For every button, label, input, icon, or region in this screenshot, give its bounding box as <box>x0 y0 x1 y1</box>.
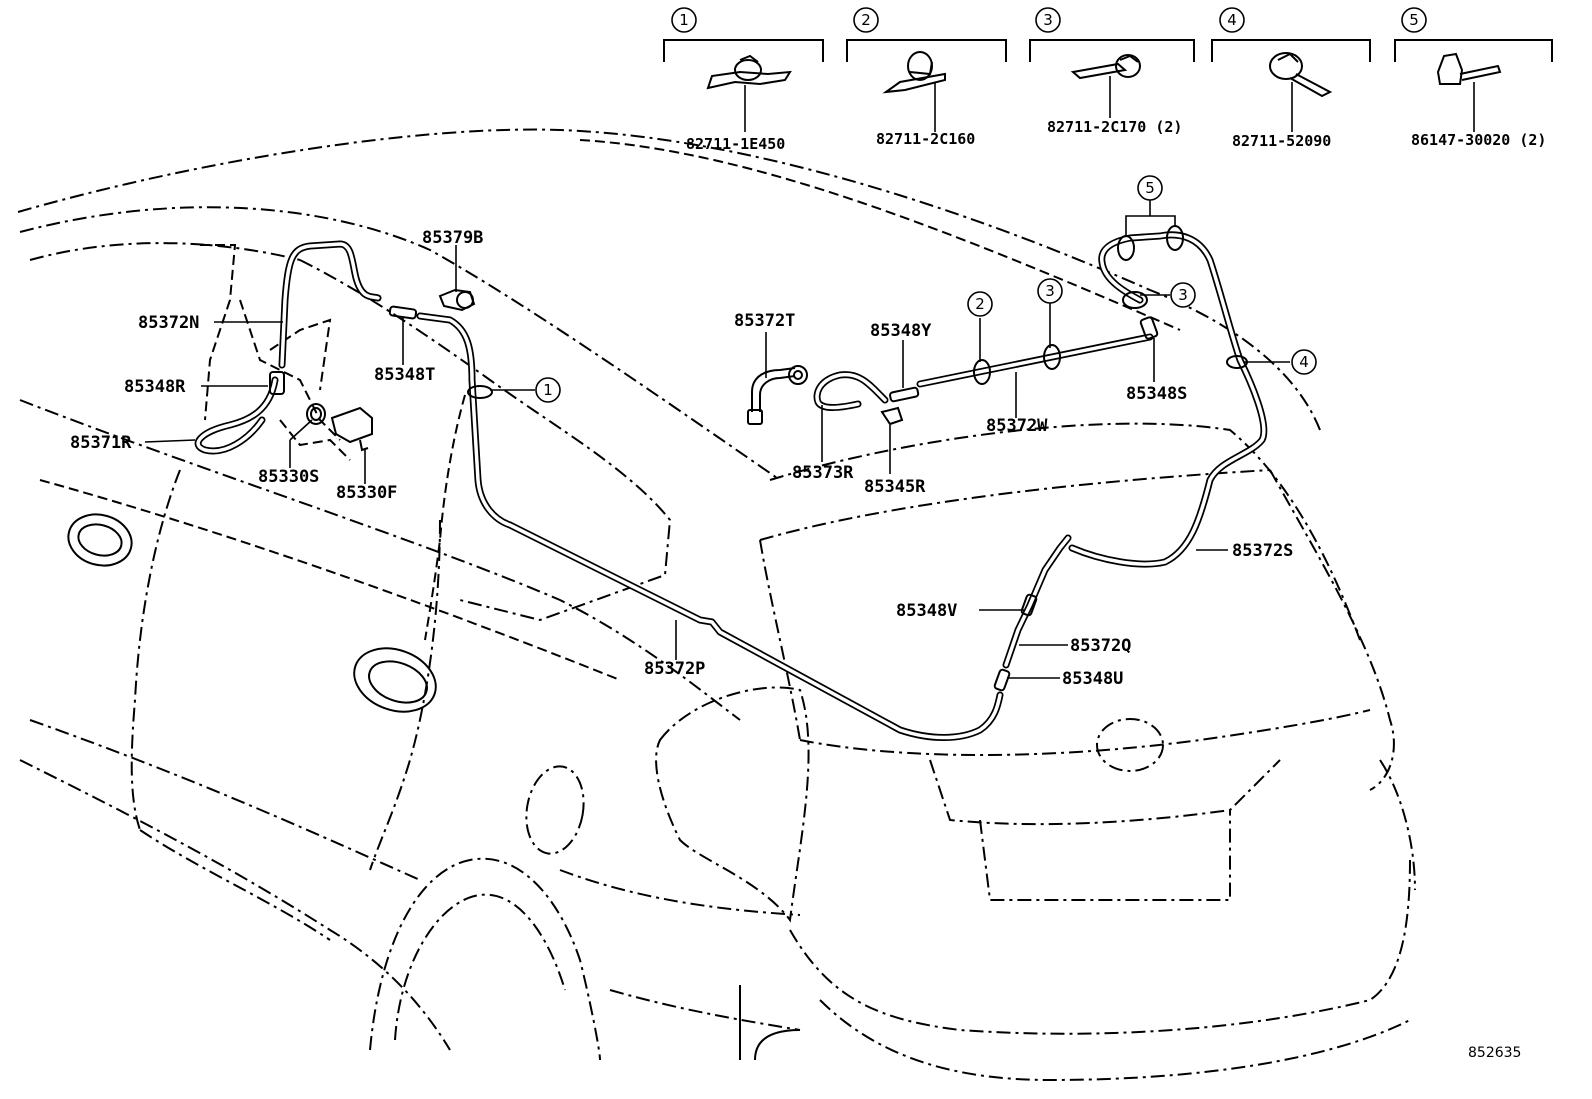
label-85372S: 85372S <box>1232 541 1293 561</box>
part-labels: 85379B 85372N 85348T 85348R 85371R 85330… <box>70 228 1293 689</box>
label-85348T: 85348T <box>374 365 435 385</box>
label-85372N: 85372N <box>138 313 199 333</box>
label-85372P: 85372P <box>644 659 705 679</box>
clip-5-number: 5 <box>1409 11 1419 29</box>
clip-1-part-number: 82711-1E450 <box>686 135 785 153</box>
clip-5-icon <box>1436 52 1502 132</box>
figure-reference-number: 852635 <box>1468 1045 1521 1061</box>
clip-2-icon <box>882 51 946 132</box>
label-85348Y: 85348Y <box>870 321 932 341</box>
label-85372Q: 85372Q <box>1070 636 1131 656</box>
callout-3-a: 3 <box>1045 282 1055 300</box>
callout-5: 5 <box>1145 179 1155 197</box>
label-85330F: 85330F <box>336 483 397 503</box>
label-85372T: 85372T <box>734 311 795 331</box>
callout-4: 4 <box>1299 353 1309 371</box>
clip-4-icon <box>1269 52 1333 132</box>
washer-hoses <box>194 231 1268 741</box>
clip-3-number: 3 <box>1043 11 1053 29</box>
label-85348R: 85348R <box>124 377 186 397</box>
clip-3-icon <box>1070 54 1141 118</box>
clip-3-part-number: 82711-2C170 (2) <box>1047 118 1182 136</box>
label-85379B: 85379B <box>422 228 483 248</box>
vehicle-body-outline <box>17 128 1416 1082</box>
clip-2-part-number: 82711-2C160 <box>876 130 975 148</box>
leader-lines <box>144 200 1290 679</box>
hose-components <box>269 225 1248 692</box>
callout-3-b: 3 <box>1178 286 1188 304</box>
clip-4-part-number: 82711-52090 <box>1232 132 1331 150</box>
clip-1-icon <box>706 54 792 132</box>
callout-2: 2 <box>975 295 985 313</box>
label-85348U: 85348U <box>1062 669 1123 689</box>
label-85373R: 85373R <box>792 463 854 483</box>
clip-2-number: 2 <box>861 11 871 29</box>
label-85348S: 85348S <box>1126 384 1187 404</box>
callout-1: 1 <box>543 381 553 399</box>
clip-4-number: 4 <box>1227 11 1237 29</box>
clip-insets: 1 2 3 4 5 <box>663 7 1553 153</box>
label-85345R: 85345R <box>864 477 926 497</box>
label-85372W: 85372W <box>986 416 1048 436</box>
label-85371R: 85371R <box>70 433 132 453</box>
label-85348V: 85348V <box>896 601 957 621</box>
callouts: 1 2 3 3 4 5 <box>535 175 1317 403</box>
label-85330S: 85330S <box>258 467 319 487</box>
clip-5-part-number: 86147-30020 (2) <box>1411 131 1546 149</box>
clip-1-number: 1 <box>679 11 689 29</box>
